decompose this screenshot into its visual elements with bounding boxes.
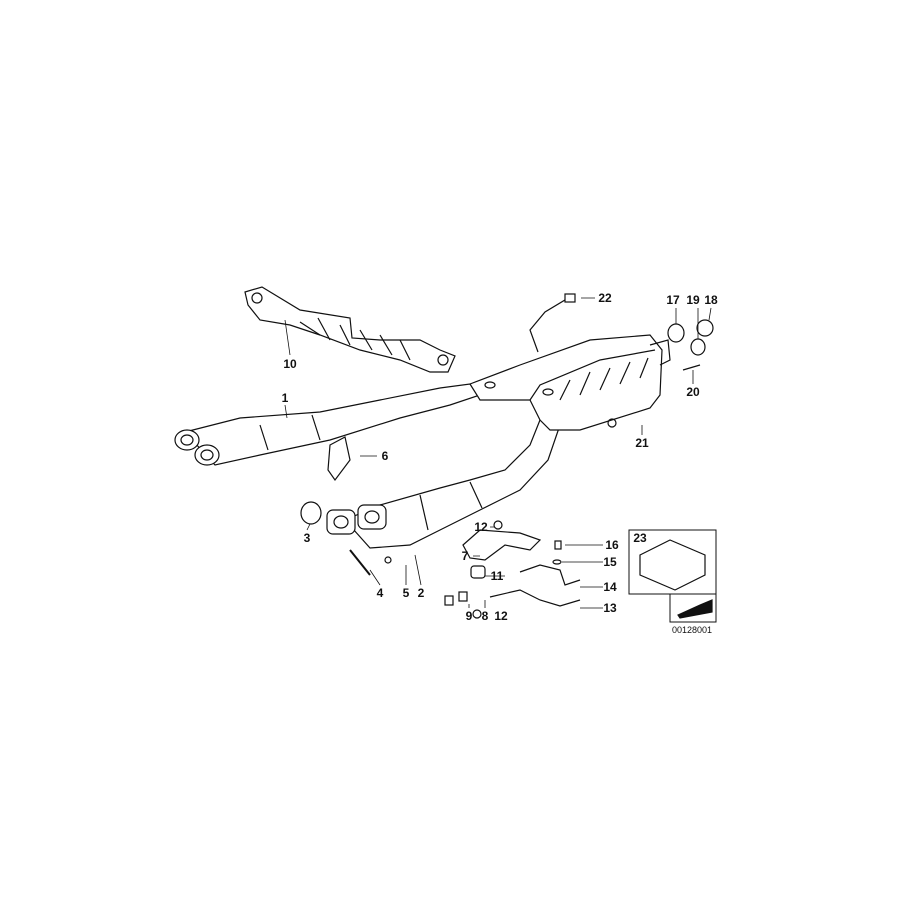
- bracket-part-6: [327, 436, 351, 482]
- gasket-part-3: [300, 501, 322, 525]
- bolt-part-4: [349, 549, 371, 576]
- callout-12-bottom: 12: [494, 609, 508, 623]
- code-box: [669, 593, 717, 623]
- callout-18: 18: [704, 293, 718, 307]
- callout-5: 5: [402, 586, 410, 600]
- bolt-part-16: [554, 540, 562, 550]
- callout-14: 14: [603, 580, 617, 594]
- callout-16: 16: [605, 538, 619, 552]
- diagram-code: 00128001: [671, 625, 713, 635]
- clamp-part-14: [519, 564, 581, 586]
- nut-part-5: [384, 556, 392, 564]
- callout-23: 23: [633, 531, 647, 545]
- arrow-icon: [677, 599, 713, 619]
- catalytic-converter: [469, 334, 671, 431]
- callout-7: 7: [461, 549, 469, 563]
- washer-part-15: [552, 559, 562, 565]
- callout-2: 2: [417, 586, 425, 600]
- callout-6: 6: [381, 449, 389, 463]
- gasket-part-17: [667, 323, 685, 343]
- callout-22: 22: [598, 291, 612, 305]
- callout-4: 4: [376, 586, 384, 600]
- clamp-part-13: [489, 589, 581, 607]
- front-pipe-part-1: [174, 383, 482, 466]
- washer-part-9: [444, 595, 454, 606]
- nut-part-12-top: [493, 520, 503, 530]
- callout-13: 13: [603, 601, 617, 615]
- bracket-part-7: [462, 529, 542, 561]
- leader-lines: [284, 297, 712, 609]
- nut-part-21: [607, 418, 617, 428]
- callout-12-top: 12: [474, 520, 488, 534]
- callout-10: 10: [283, 357, 297, 371]
- callout-8: 8: [481, 609, 489, 623]
- crossmember-part-10: [244, 286, 456, 373]
- ring-part-18: [696, 319, 714, 337]
- oxygen-sensor-part-22: [529, 297, 576, 353]
- callout-20: 20: [686, 385, 700, 399]
- callout-1: 1: [281, 391, 289, 405]
- callout-11: 11: [490, 569, 504, 583]
- bolt-part-8: [458, 591, 468, 602]
- callout-3: 3: [303, 531, 311, 545]
- front-pipe-part-2: [326, 419, 561, 549]
- callout-17: 17: [666, 293, 680, 307]
- ring-part-19: [690, 338, 706, 356]
- callout-9: 9: [465, 609, 473, 623]
- nut-part-12: [472, 609, 482, 619]
- callout-21: 21: [635, 436, 649, 450]
- bolt-part-20: [682, 364, 701, 371]
- callout-15: 15: [603, 555, 617, 569]
- mount-part-11: [470, 565, 486, 579]
- callout-19: 19: [686, 293, 700, 307]
